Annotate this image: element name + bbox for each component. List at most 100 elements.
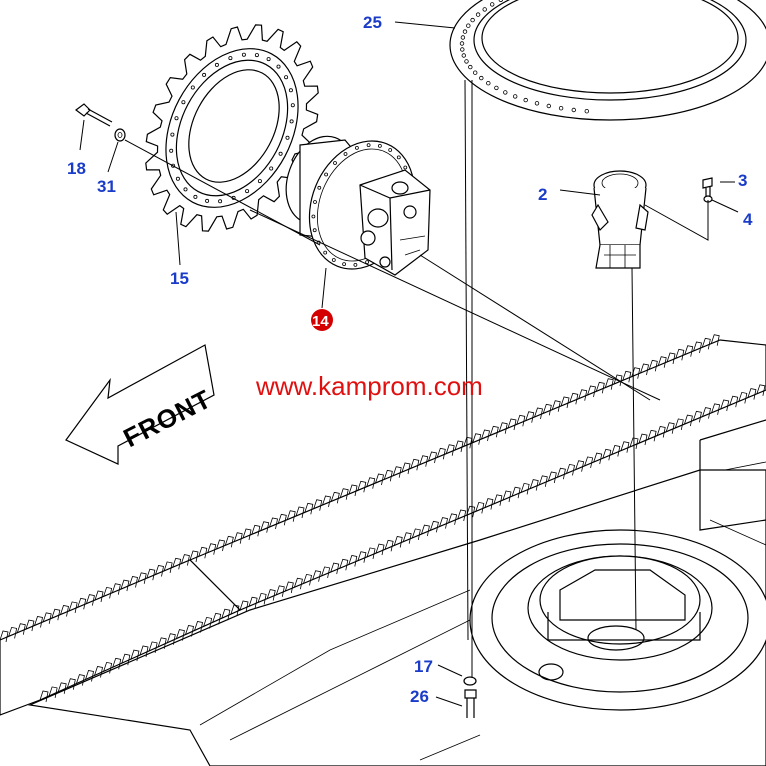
track-tooth bbox=[181, 554, 190, 566]
callout-2[interactable]: 2 bbox=[538, 185, 547, 204]
track-tooth bbox=[693, 410, 702, 423]
bolt-hole bbox=[503, 90, 508, 95]
track-tooth bbox=[286, 510, 296, 522]
track-tooth bbox=[602, 448, 612, 461]
track-tooth bbox=[593, 452, 603, 465]
bolt-hole bbox=[523, 97, 528, 103]
bolt-hole bbox=[324, 172, 329, 177]
sprocket-bolt-holes bbox=[169, 52, 295, 204]
callout-25[interactable]: 25 bbox=[363, 13, 382, 32]
callout-14[interactable]: 14 bbox=[312, 313, 329, 330]
track-tooth bbox=[60, 605, 69, 617]
callout-17[interactable]: 17 bbox=[414, 657, 433, 676]
bolt-hole bbox=[342, 262, 347, 267]
track-tooth bbox=[146, 568, 156, 581]
track-tooth bbox=[702, 407, 711, 419]
bolt-hole bbox=[245, 189, 250, 194]
swing-circle-bolt-holes bbox=[459, 0, 589, 114]
center-swivel-joint bbox=[591, 170, 649, 269]
track-tooth bbox=[720, 399, 730, 412]
track-tooth bbox=[578, 389, 588, 401]
track-tooth bbox=[525, 411, 535, 423]
track-tooth bbox=[411, 528, 421, 540]
track-tooth bbox=[538, 475, 548, 487]
bolt-hole bbox=[513, 94, 518, 99]
callout-15[interactable]: 15 bbox=[170, 269, 189, 288]
bolt-hole bbox=[396, 155, 401, 160]
washer-31 bbox=[114, 128, 126, 142]
bolt-hole bbox=[313, 200, 317, 204]
track-tooth bbox=[393, 536, 403, 548]
track-tooth bbox=[194, 621, 203, 633]
track-tooth bbox=[207, 543, 217, 555]
track-tooth bbox=[103, 586, 113, 599]
track-link-teeth bbox=[0, 334, 766, 703]
sprocket bbox=[145, 24, 319, 232]
track-tooth bbox=[547, 471, 557, 484]
track-tooth bbox=[498, 422, 508, 434]
watermark-text: www.kamprom.com bbox=[255, 371, 483, 401]
track-tooth bbox=[448, 513, 458, 525]
track-tooth bbox=[648, 359, 658, 372]
callout-4[interactable]: 4 bbox=[743, 210, 753, 229]
track-tooth bbox=[172, 557, 182, 570]
track-tooth bbox=[269, 517, 278, 530]
track-tooth bbox=[516, 414, 526, 427]
callout-26[interactable]: 26 bbox=[410, 687, 429, 706]
bolt-hole bbox=[388, 148, 393, 152]
track-tooth bbox=[357, 480, 367, 493]
track-tooth bbox=[198, 546, 208, 559]
callout-31[interactable]: 31 bbox=[97, 177, 116, 196]
bolt-hole bbox=[317, 185, 322, 190]
track-tooth bbox=[185, 625, 194, 637]
track-tooth bbox=[421, 524, 430, 537]
track-tooth bbox=[684, 345, 694, 357]
track-tooth bbox=[294, 577, 303, 590]
bolt-hole bbox=[278, 151, 283, 156]
track-tooth bbox=[155, 565, 164, 577]
track-tooth bbox=[463, 436, 473, 449]
track-tooth bbox=[284, 581, 294, 594]
track-tooth bbox=[16, 623, 26, 635]
bolt-hole bbox=[284, 75, 289, 80]
track-tooth bbox=[51, 608, 61, 621]
track-tooth bbox=[481, 429, 490, 442]
track-tooth bbox=[8, 626, 18, 639]
track-tooth bbox=[566, 463, 575, 476]
track-tooth bbox=[203, 616, 213, 629]
track-tooth bbox=[747, 388, 757, 400]
track-tooth bbox=[129, 576, 138, 588]
track-tooth bbox=[313, 499, 323, 511]
track-tooth bbox=[94, 590, 104, 603]
track-tooth bbox=[85, 670, 94, 682]
callout-14-marker[interactable] bbox=[311, 309, 333, 331]
track-tooth bbox=[542, 403, 552, 416]
bolt-hole bbox=[482, 7, 487, 12]
track-tooth bbox=[266, 589, 276, 601]
track-tooth bbox=[595, 381, 605, 394]
bolt-hole bbox=[285, 135, 290, 140]
track-tooth bbox=[401, 462, 411, 475]
track-tooth bbox=[640, 363, 649, 376]
track-tooth bbox=[248, 596, 258, 609]
track-tooth bbox=[157, 637, 167, 649]
track-tooth bbox=[620, 441, 630, 453]
bolt-hole bbox=[534, 101, 540, 106]
bolt-hole bbox=[460, 47, 465, 52]
track-tooth bbox=[419, 455, 429, 467]
track-tooth bbox=[569, 392, 579, 405]
callout-18[interactable]: 18 bbox=[67, 159, 86, 178]
callout-3[interactable]: 3 bbox=[738, 171, 747, 190]
track-tooth bbox=[551, 400, 561, 412]
bolt-hole bbox=[241, 52, 246, 57]
track-tooth bbox=[410, 458, 420, 471]
bolt-hole bbox=[475, 12, 481, 17]
track-tooth bbox=[76, 674, 85, 686]
track-tooth bbox=[638, 433, 648, 446]
track-tooth bbox=[430, 520, 439, 533]
track-tooth bbox=[475, 501, 485, 514]
track-tooth bbox=[557, 467, 566, 480]
bolt-hole bbox=[354, 145, 359, 150]
track-tooth bbox=[348, 484, 358, 497]
